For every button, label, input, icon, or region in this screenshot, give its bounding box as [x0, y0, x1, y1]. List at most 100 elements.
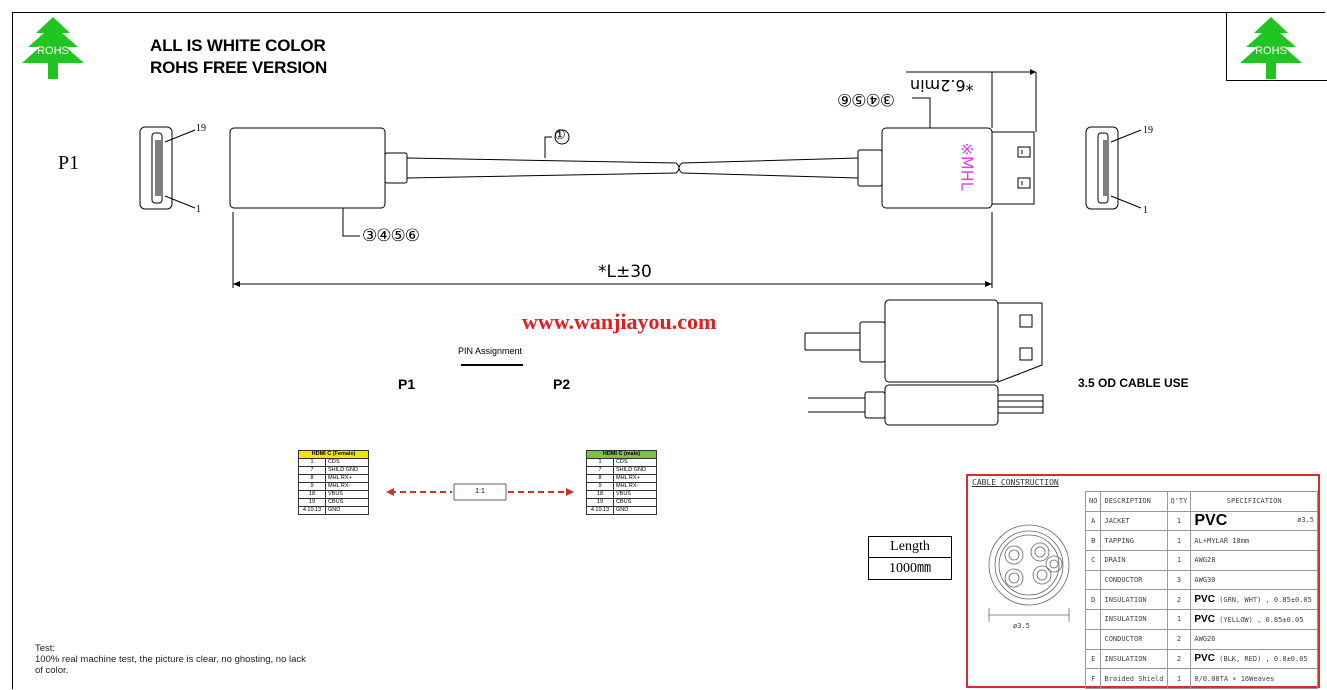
cc-qty: 1 [1166, 530, 1192, 552]
cc-spec: AWG26 [1190, 628, 1318, 650]
cc-spec-text: AWG26 [1194, 635, 1216, 644]
pin-number: 18 [586, 490, 614, 499]
test-note: Test: 100% real machine test, the pictur… [35, 643, 306, 676]
cc-desc: INSULATION [1100, 648, 1168, 670]
cc-desc: Braided Shield [1100, 668, 1168, 689]
pin-mapping-arrows [386, 483, 574, 501]
pin-assignment-underline [461, 364, 523, 366]
p1-label: P1 [58, 152, 80, 174]
cc-spec-text: ø3.5 [1297, 516, 1314, 525]
pin-table-left-header: HDMI C (Female) [298, 450, 369, 459]
right-strain-relief [857, 149, 883, 187]
cc-no: C [1084, 550, 1102, 571]
cc-qty: 2 [1166, 648, 1192, 670]
pin-number: 7 [586, 466, 614, 475]
side-view-bottom-tip [997, 394, 1044, 414]
rohs-label: ROHS [1255, 45, 1287, 57]
mold-callout-top: ③④⑤⑥ [838, 90, 895, 109]
pin-signal: MHL RX+ [325, 474, 369, 483]
pin-number: 1 [298, 458, 326, 467]
cable-use-label: 3.5 OD CABLE USE [1078, 376, 1189, 390]
cc-desc: JACKET [1100, 510, 1168, 532]
length-value: 1000㎜ [889, 561, 931, 576]
pin-table-right-header: HDMI C (male) [586, 450, 657, 459]
pin-signal: MHL RX- [613, 482, 657, 491]
pin-19-left-label: 19 [196, 123, 206, 134]
mhl-mark: ※MHL [957, 142, 977, 191]
pin-mapping-label: 1:1 [475, 488, 485, 495]
pin-signal: VBUS [613, 490, 657, 499]
pin-number: 4.10.13 [586, 506, 614, 515]
female-socket-outline [151, 132, 163, 204]
notes-title: ALL IS WHITE COLOR ROHS FREE VERSION [150, 35, 327, 79]
cc-spec-material: PVC [1194, 594, 1215, 606]
cc-no: E [1084, 648, 1102, 670]
cc-spec-text: AL+MYLAR 18mm [1194, 536, 1250, 545]
pin-number: 8 [298, 474, 326, 483]
pin-signal: CDS [325, 458, 369, 467]
p2-pin-label: P2 [553, 376, 571, 392]
cc-header-desc: DESCRIPTION [1100, 491, 1168, 512]
cc-spec-material: PVC [1194, 613, 1215, 625]
cc-qty: 1 [1166, 668, 1192, 689]
arrow-right-icon [566, 488, 574, 496]
cc-header-no: NO [1084, 491, 1102, 512]
cable-cross-section [988, 524, 1070, 622]
cc-spec: AL+MYLAR 18mm [1190, 530, 1318, 552]
cc-desc: CONDUCTOR [1100, 569, 1168, 591]
title-line-2: ROHS FREE VERSION [150, 58, 328, 77]
pin-signal: GND [613, 506, 657, 515]
rohs-tree-icon [22, 17, 84, 79]
cc-spec-text: (YELLOW) , 0.85±0.05 [1219, 615, 1304, 624]
cable-break [675, 162, 683, 174]
cc-spec: PVC (BLK, RED) , 0.8±0.05 [1190, 648, 1318, 670]
cc-no [1084, 628, 1102, 650]
female-face-left [139, 126, 173, 210]
left-strain-relief [384, 152, 408, 184]
pin-signal: GND [325, 506, 369, 515]
pin-number: 4.10.13 [298, 506, 326, 515]
cc-spec: PVC (GRN, WHT) , 0.85±0.05 [1190, 589, 1318, 611]
cc-no: D [1084, 589, 1102, 611]
pin-signal: CBUS [325, 498, 369, 507]
cc-spec-material: PVC [1194, 653, 1215, 665]
cable-upper [406, 157, 677, 179]
cc-no: F [1084, 668, 1102, 689]
test-line-2: of color. [35, 665, 69, 676]
cable-construction-panel: CABLE CONSTRUCTION ø3.5 NO DESCRIPTION Q… [966, 474, 1320, 689]
side-view-top-body [884, 299, 999, 383]
cc-no: B [1084, 530, 1102, 552]
pin-number: 9 [298, 482, 326, 491]
cc-qty: 2 [1166, 628, 1192, 650]
mold-callout-bottom: ③④⑤⑥ [362, 226, 420, 245]
test-title: Test: [35, 643, 56, 654]
cc-qty: 2 [1166, 589, 1192, 611]
dim-top-label: *6.2min [910, 76, 974, 95]
rohs-badge-right: ROHS [1236, 15, 1306, 81]
pin-number: 7 [298, 466, 326, 475]
side-view-bottom-body [884, 384, 999, 426]
cable-construction-title: CABLE CONSTRUCTION [972, 478, 1059, 487]
cc-spec-text: 8/0.08TA × 16Weaves [1194, 674, 1275, 683]
cable-lower [681, 157, 859, 179]
cc-spec: 8/0.08TA × 16Weaves [1190, 668, 1318, 689]
title-line-1: ALL IS WHITE COLOR [150, 36, 326, 55]
p1-pin-label: P1 [398, 376, 416, 392]
